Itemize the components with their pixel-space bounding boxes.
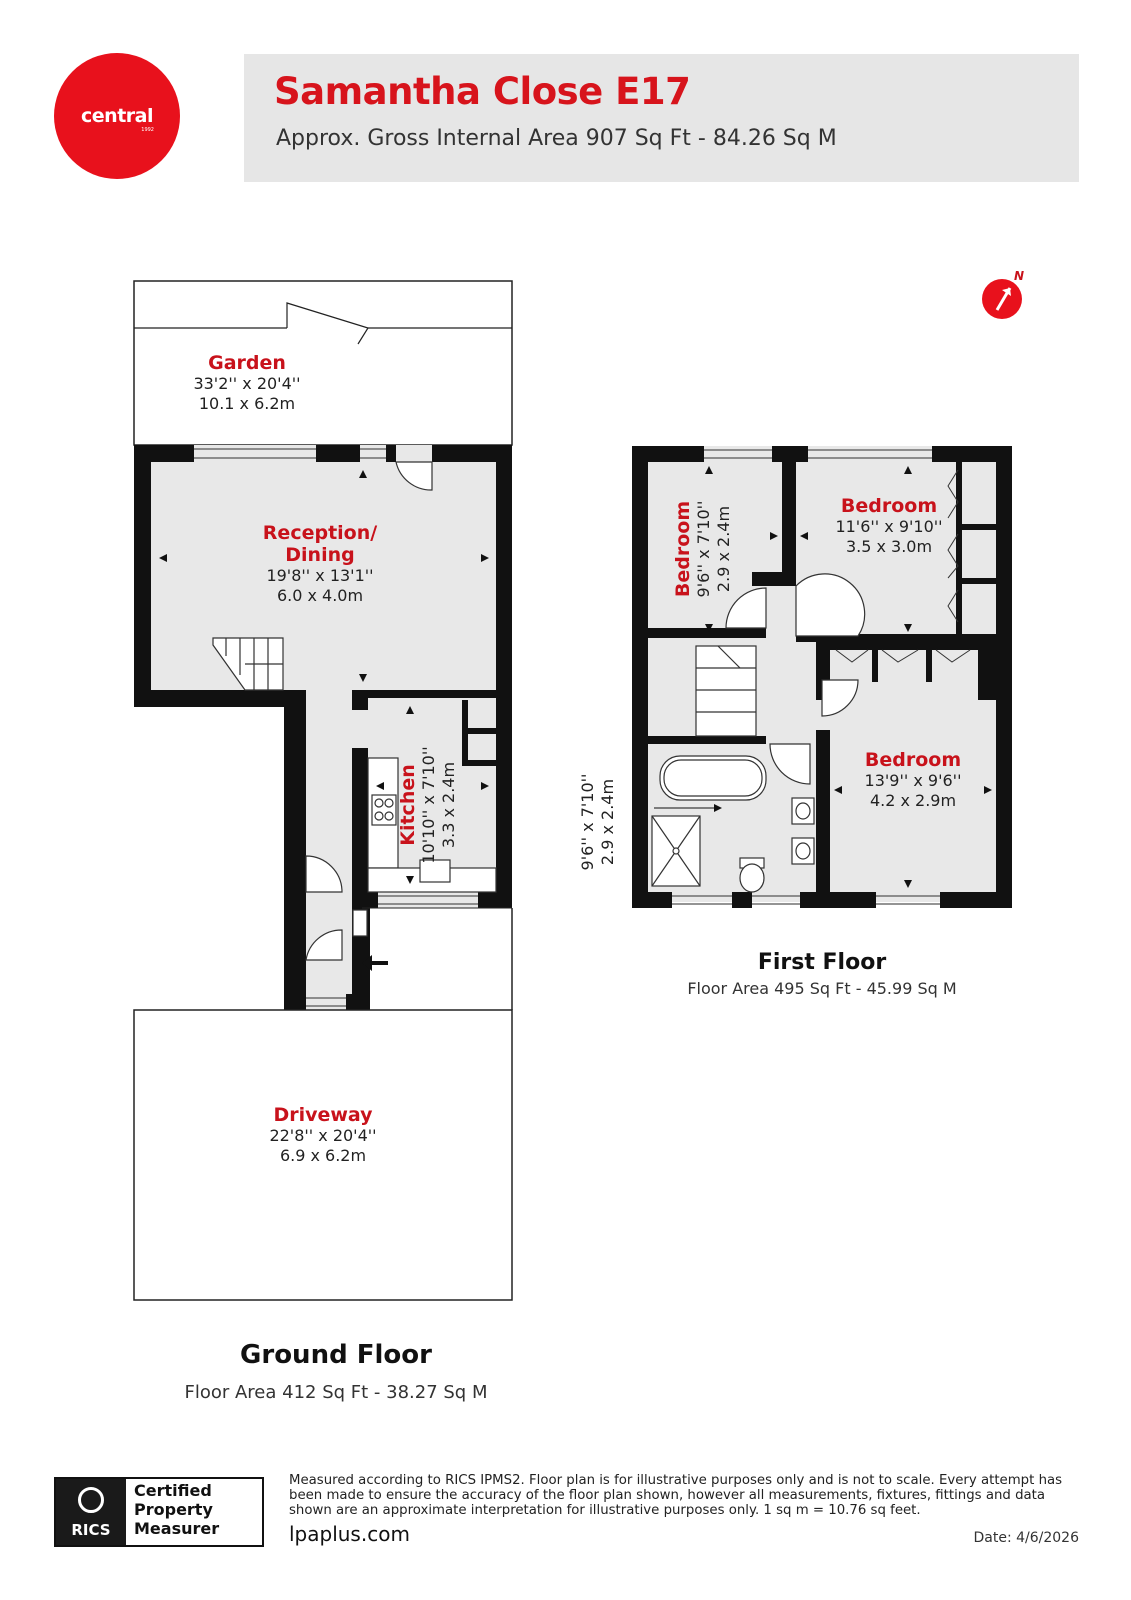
driveway-label: Driveway 22'8'' x 20'4'' 6.9 x 6.2m [248, 1104, 398, 1166]
kitchen-name: Kitchen [397, 764, 419, 846]
rics-badge-line2: Property [134, 1500, 213, 1519]
rics-lion-icon [78, 1487, 104, 1513]
rics-badge: RICS Certified Property Measurer [54, 1477, 264, 1547]
first-floor-title: First Floor [757, 950, 887, 975]
bedroom-top-metric: 3.5 x 3.0m [845, 537, 933, 556]
first-floor-caption: First Floor Floor Area 495 Sq Ft - 45.99… [672, 950, 972, 998]
garden-area [133, 280, 513, 446]
header-band: Samantha Close E17 Approx. Gross Interna… [244, 54, 1079, 182]
bedroom-small-metric: 2.9 x 2.4m [714, 505, 733, 593]
plan-date: Date: 4/6/2026 [973, 1530, 1079, 1546]
driveway-imperial: 22'8'' x 20'4'' [269, 1126, 377, 1145]
bedroom-top-imperial: 11'6'' x 9'10'' [835, 517, 943, 536]
bedroom-small-imperial: 9'6'' x 7'10'' [694, 500, 713, 598]
north-label: N [1014, 270, 1024, 283]
garden-name: Garden [208, 352, 286, 374]
website-link[interactable]: lpaplus.com [289, 1522, 410, 1546]
rics-badge-line3: Measurer [134, 1519, 220, 1538]
bedroom-top-label: Bedroom 11'6'' x 9'10'' 3.5 x 3.0m [814, 495, 964, 557]
reception-name-2: Dining [285, 544, 355, 566]
disclaimer-note: Measured according to RICS IPMS2. Floor … [289, 1473, 1063, 1518]
gross-area-subtitle: Approx. Gross Internal Area 907 Sq Ft - … [276, 126, 837, 151]
bedroom-bottom-label: Bedroom 13'9'' x 9'6'' 4.2 x 2.9m [838, 749, 988, 811]
reception-label: Reception/ Dining 19'8'' x 13'1'' 6.0 x … [240, 522, 400, 606]
ground-floor-caption: Ground Floor Floor Area 412 Sq Ft - 38.2… [176, 1340, 496, 1403]
bedroom-top-name: Bedroom [840, 495, 938, 517]
bedroom-bottom-metric: 4.2 x 2.9m [869, 791, 957, 810]
garden-imperial: 33'2'' x 20'4'' [193, 374, 301, 393]
rics-badge-mark: RICS [56, 1479, 126, 1545]
garden-metric: 10.1 x 6.2m [198, 394, 296, 413]
rics-badge-line1: Certified [134, 1481, 212, 1500]
page-title: Samantha Close E17 [274, 70, 691, 113]
bathroom-label: 9'6'' x 7'10'' 2.9 x 2.4m [578, 752, 622, 892]
reception-imperial: 19'8'' x 13'1'' [266, 566, 374, 585]
bathroom-imperial: 9'6'' x 7'10'' [578, 773, 597, 871]
ground-floor-title: Ground Floor [240, 1340, 432, 1370]
kitchen-label: Kitchen 10'10'' x 7'10'' 3.3 x 2.4m [397, 715, 463, 895]
brand-logo: central 1992 [54, 53, 180, 179]
brand-name: central [81, 105, 153, 127]
reception-metric: 6.0 x 4.0m [276, 586, 364, 605]
bedroom-small-label: Bedroom 9'6'' x 7'10'' 2.9 x 2.4m [672, 464, 738, 634]
bedroom-bottom-imperial: 13'9'' x 9'6'' [864, 771, 962, 790]
rics-badge-text: Certified Property Measurer [134, 1481, 219, 1538]
kitchen-imperial: 10'10'' x 7'10'' [419, 746, 438, 864]
garden-label: Garden 33'2'' x 20'4'' 10.1 x 6.2m [172, 352, 322, 414]
bathroom-metric: 2.9 x 2.4m [598, 778, 617, 866]
brand-year: 1992 [141, 127, 154, 133]
reception-name: Reception/ [262, 522, 378, 544]
bedroom-small-name: Bedroom [672, 500, 694, 598]
kitchen-metric: 3.3 x 2.4m [439, 761, 458, 849]
first-floor-area: Floor Area 495 Sq Ft - 45.99 Sq M [687, 979, 957, 998]
ground-floor-area: Floor Area 412 Sq Ft - 38.27 Sq M [184, 1382, 488, 1403]
driveway-area [133, 1009, 513, 1301]
rics-badge-org: RICS [71, 1521, 111, 1539]
driveway-metric: 6.9 x 6.2m [279, 1146, 367, 1165]
driveway-name: Driveway [273, 1104, 373, 1126]
bedroom-bottom-name: Bedroom [864, 749, 962, 771]
north-compass-icon: N [982, 270, 1024, 319]
